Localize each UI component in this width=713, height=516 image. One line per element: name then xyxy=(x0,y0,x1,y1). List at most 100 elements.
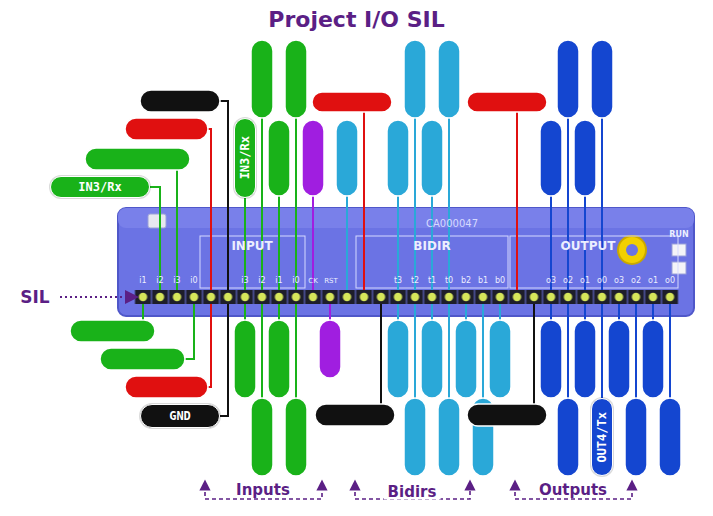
silkscreen-label: b1 xyxy=(478,277,488,285)
output-wire xyxy=(551,118,670,398)
silkscreen-label: CK xyxy=(308,278,317,285)
pin-pill: OUT4/Tx xyxy=(591,398,613,476)
input-pill xyxy=(285,40,307,118)
power-pill xyxy=(312,92,392,112)
silkscreen-label: t1 xyxy=(428,277,436,285)
output-pill xyxy=(557,40,579,118)
diagram-title: Project I/O SIL xyxy=(0,8,713,32)
silkscreen-label: RST xyxy=(324,278,338,285)
silkscreen-label: OUTPUT xyxy=(561,240,616,252)
output-pill xyxy=(625,398,647,476)
silkscreen-label: CA000047 xyxy=(426,219,478,229)
bidir-pill xyxy=(438,40,460,118)
bidir-pill xyxy=(336,120,358,196)
bidir-wire xyxy=(347,118,500,398)
silkscreen-label: o1 xyxy=(648,277,658,285)
output-pill xyxy=(591,40,613,118)
silkscreen-label: i1 xyxy=(275,277,282,285)
reset-pill xyxy=(319,320,341,378)
silkscreen-label: t3 xyxy=(394,277,402,285)
pin-pill: IN3/Rx xyxy=(234,118,256,198)
silkscreen-label: b0 xyxy=(495,277,505,285)
bidir-pill xyxy=(438,398,460,476)
group-label: Inputs xyxy=(232,483,294,498)
bidir-pill xyxy=(404,40,426,118)
run-pad xyxy=(672,262,686,274)
ground-pill xyxy=(467,404,547,426)
silkscreen-label: BIDIR xyxy=(413,240,450,252)
mount-hole xyxy=(618,236,646,264)
silkscreen-label: o2 xyxy=(563,277,573,285)
silkscreen-label: i0 xyxy=(190,277,197,285)
pin-pill: GND xyxy=(140,404,220,428)
output-pill xyxy=(608,320,630,398)
input-pill xyxy=(268,320,290,398)
silkscreen-label: i0 xyxy=(292,277,299,285)
silkscreen-label: o3 xyxy=(546,277,556,285)
bidirs-bracket xyxy=(355,485,470,499)
silkscreen-label: t0 xyxy=(445,277,453,285)
group-label: Bidirs xyxy=(384,485,441,500)
clock-wire xyxy=(313,196,330,320)
silkscreen-label: i3 xyxy=(173,277,180,285)
bidir-pill xyxy=(421,120,443,196)
silkscreen-label: o2 xyxy=(631,277,641,285)
pin-name: IN3/Rx xyxy=(78,181,121,193)
input-pill xyxy=(234,320,256,398)
silkscreen-label: i2 xyxy=(156,277,163,285)
output-pill xyxy=(557,398,579,476)
silk-outline xyxy=(510,236,678,288)
input-pill xyxy=(251,40,273,118)
pcb-edge xyxy=(118,208,694,228)
pin-name: GND xyxy=(169,410,191,422)
clock-pill xyxy=(302,120,324,196)
input-pill xyxy=(268,120,290,196)
silkscreen-label: o0 xyxy=(597,277,607,285)
pin-pill: IN3/Rx xyxy=(50,176,150,198)
sil-callout: SIL xyxy=(20,289,49,306)
silkscreen-label: b2 xyxy=(461,277,471,285)
silkscreen-label: o1 xyxy=(580,277,590,285)
output-pill xyxy=(642,320,664,398)
input-pill xyxy=(285,398,307,476)
input-pill xyxy=(100,348,185,370)
silkscreen-label: o3 xyxy=(614,277,624,285)
connector xyxy=(148,214,166,228)
bidir-pill xyxy=(387,320,409,398)
silkscreen-label: INPUT xyxy=(231,240,272,252)
silkscreen-label: RUN xyxy=(669,231,688,239)
bidir-pill xyxy=(489,320,511,398)
ground-pill xyxy=(140,90,220,112)
pin-name: OUT4/Tx xyxy=(596,412,608,463)
pin-name: IN3/Rx xyxy=(239,136,251,179)
output-pill xyxy=(574,320,596,398)
pcb-board xyxy=(118,208,694,316)
silkscreen-label: t2 xyxy=(411,277,419,285)
silkscreen-label: i3 xyxy=(241,277,248,285)
run-pad xyxy=(672,244,686,256)
power-pill xyxy=(125,118,208,140)
power-pill xyxy=(467,92,547,112)
wires xyxy=(143,101,670,416)
silkscreen-label: i2 xyxy=(258,277,265,285)
sil-pointer xyxy=(60,296,132,298)
output-pill xyxy=(540,320,562,398)
silkscreen-label: i1 xyxy=(139,277,146,285)
bidir-pill xyxy=(421,320,443,398)
silk-outline xyxy=(200,236,305,288)
bidir-pill xyxy=(404,398,426,476)
sil-header xyxy=(135,290,679,304)
silkscreen-label: o0 xyxy=(665,277,675,285)
output-pill xyxy=(574,120,596,196)
ground-pill xyxy=(315,404,395,426)
ground-wire xyxy=(220,101,534,416)
pills xyxy=(70,40,681,476)
group-label: Outputs xyxy=(535,483,611,498)
power-pill xyxy=(125,376,208,398)
input-pill xyxy=(251,398,273,476)
mount-hole-center xyxy=(626,244,638,256)
input-pill xyxy=(85,148,190,170)
output-pill xyxy=(659,398,681,476)
input-pill xyxy=(70,320,155,342)
